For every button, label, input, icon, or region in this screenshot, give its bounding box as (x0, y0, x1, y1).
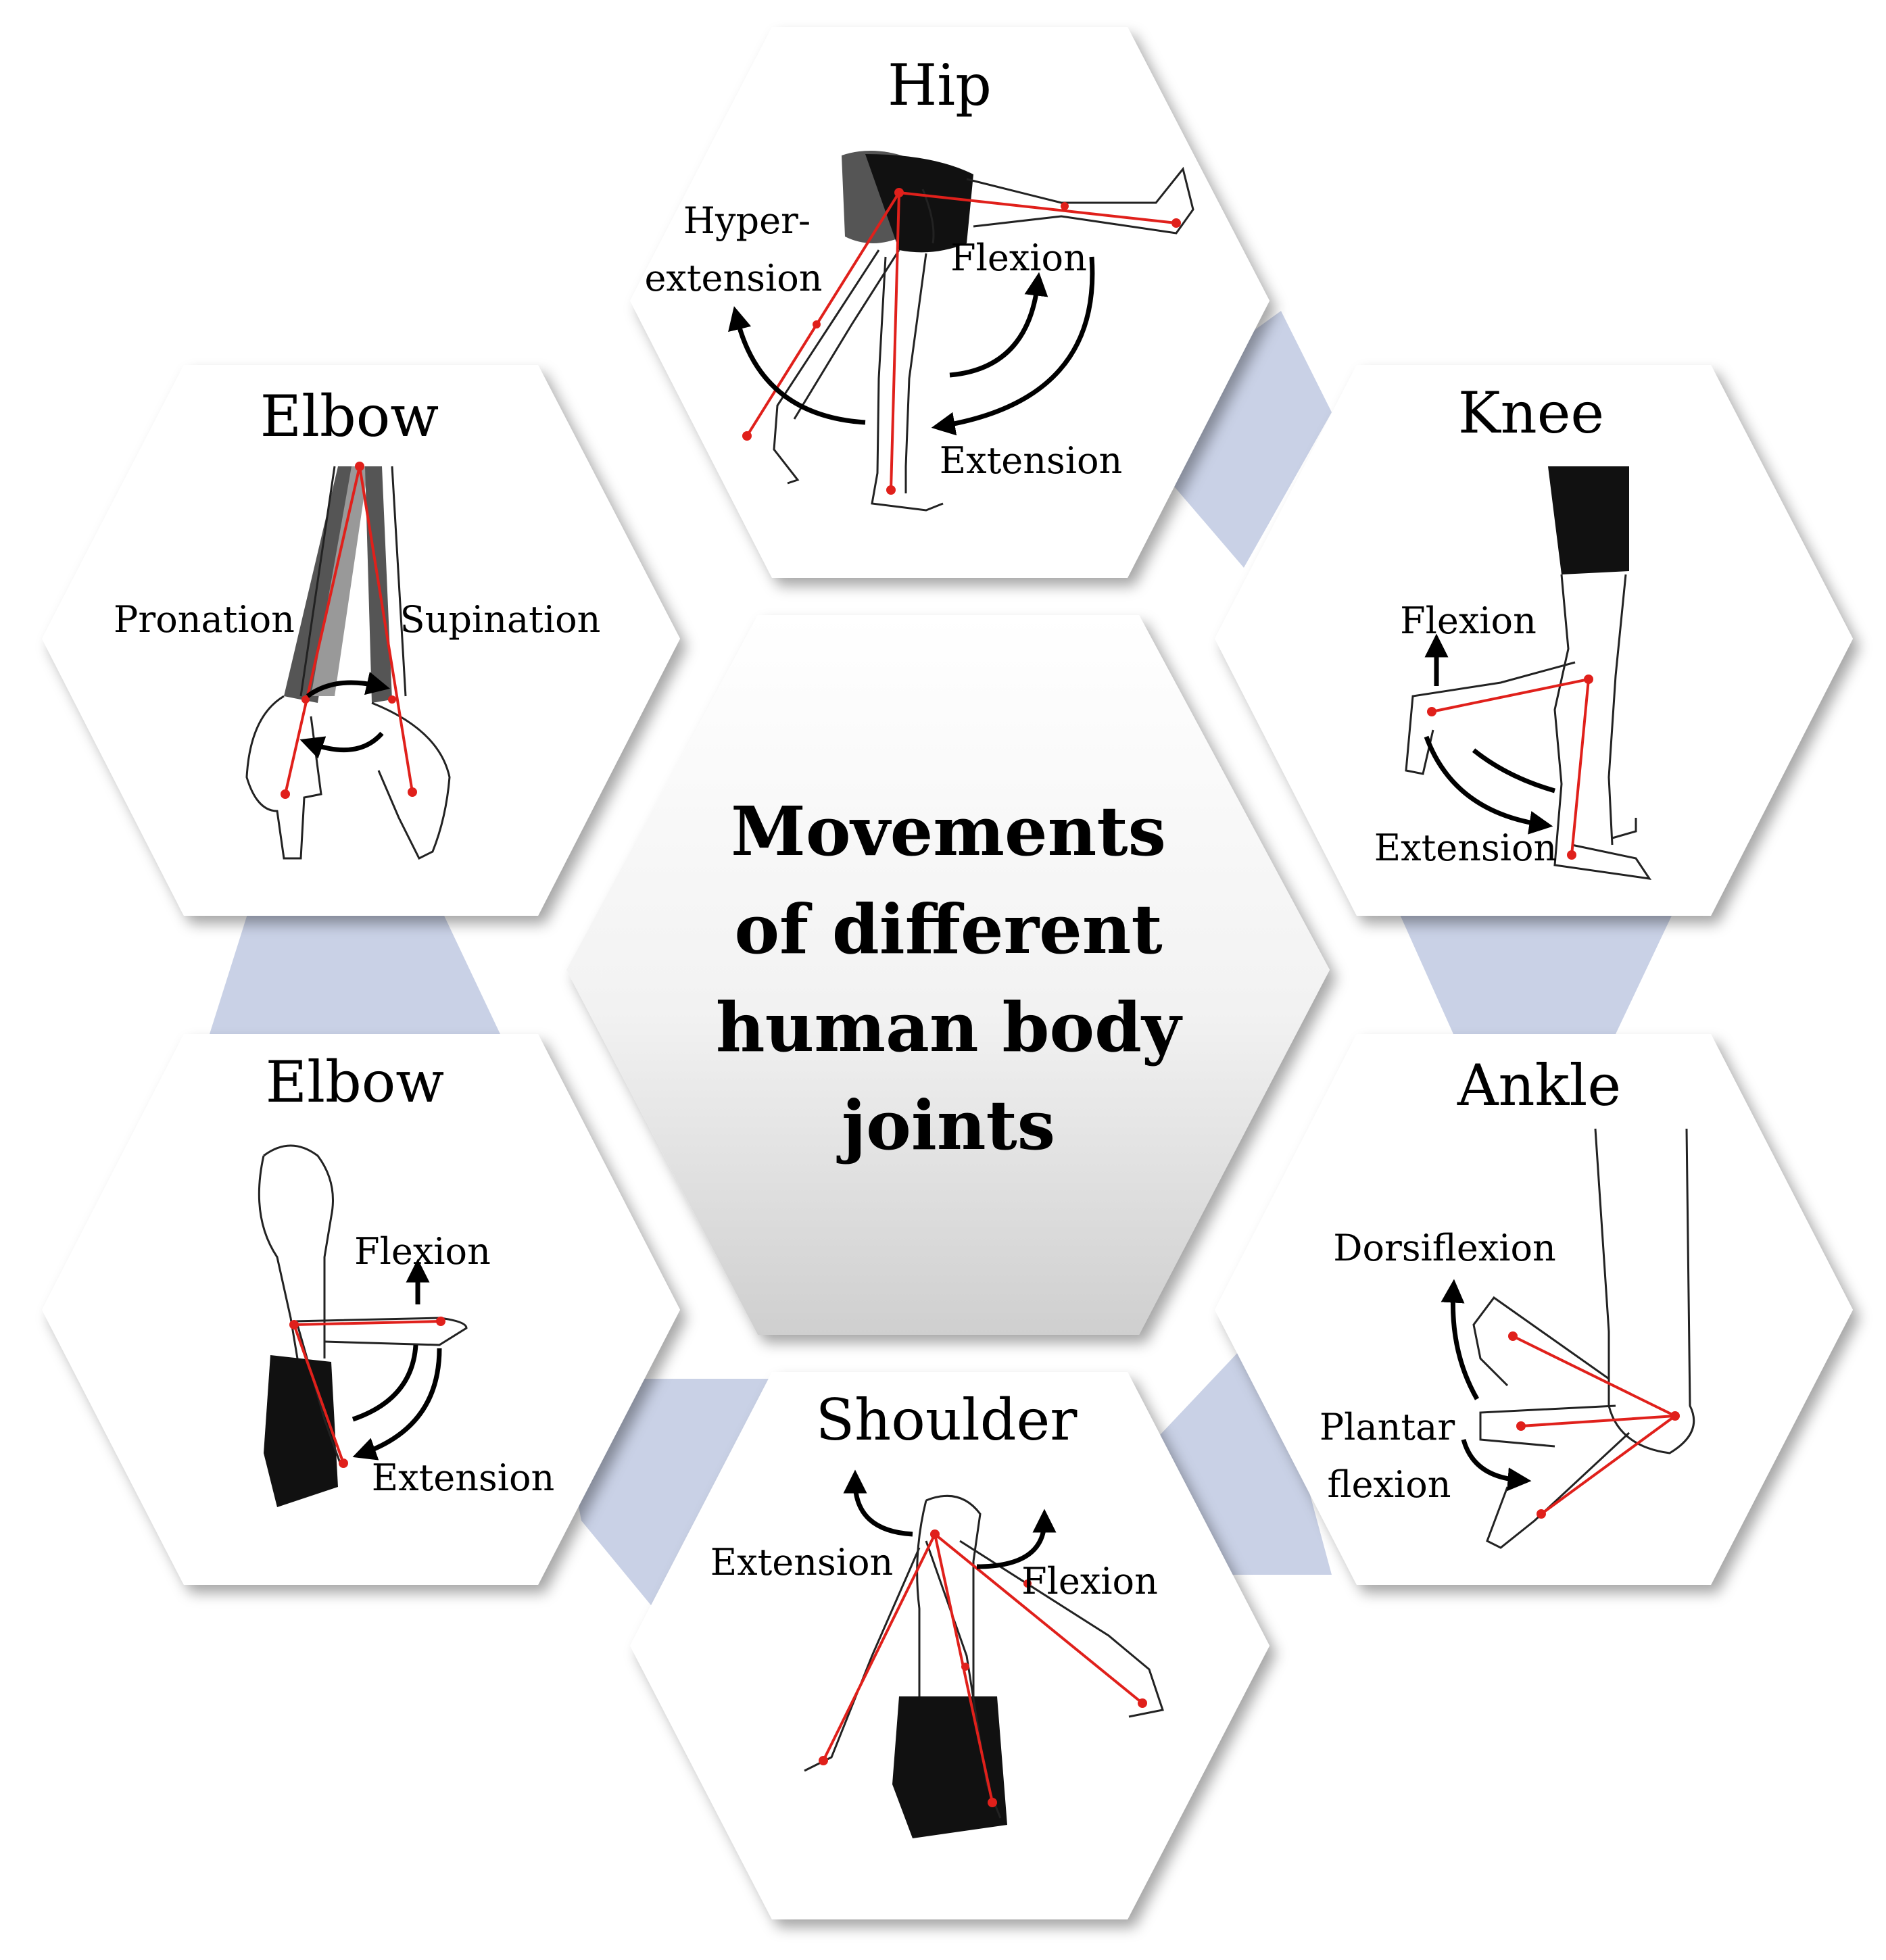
shoulder-title: Shoulder (816, 1387, 1078, 1453)
elbow-bottom-label-flexion: Flexion (354, 1230, 491, 1273)
ankle-hexagon: Ankle Dorsiflexion Plantar flexion (1215, 1034, 1853, 1585)
shoulder-label-flexion: Flexion (1021, 1560, 1158, 1602)
ankle-dorsiflexion-arrow (1441, 1279, 1480, 1400)
elbow-bottom-extension-arrow (352, 1348, 442, 1461)
shoulder-hexagon: Shoulder Extension Flexion (630, 1372, 1270, 1919)
connector-knee-ankle (1396, 906, 1676, 1034)
hip-title: Hip (888, 52, 992, 118)
ankle-plantarflexion-arrow (1461, 1439, 1532, 1492)
elbow-top-supination-arrow (306, 672, 391, 698)
hip-leg-standing-line (890, 192, 900, 491)
elbow-top-hexagon: Elbow Pronation Supination (42, 365, 680, 916)
shoulder-label-extension: Extension (710, 1541, 894, 1584)
elbow-top-label-pronation: Pronation (114, 598, 295, 641)
knee-title: Knee (1458, 380, 1604, 446)
hip-label-flexion: Flexion (950, 237, 1087, 279)
hip-flexion-arrow (949, 272, 1048, 378)
shoulder-extension-arrow (843, 1469, 913, 1537)
ankle-title: Ankle (1457, 1052, 1621, 1119)
elbow-bottom-title: Elbow (266, 1049, 444, 1115)
ankle-label-plantar2: flexion (1328, 1463, 1451, 1506)
hip-hexagon: Hip Hyper- extension Flexion Extension (630, 27, 1270, 578)
elbow-bottom-flexion-curve (352, 1344, 418, 1422)
knee-label-flexion: Flexion (1400, 599, 1537, 642)
center-title-line3: human body (716, 987, 1183, 1067)
ankle-label-plantar1: Plantar (1320, 1406, 1455, 1448)
elbow-bottom-hexagon: Elbow Flexion Extension (42, 1034, 680, 1585)
elbow-top-title: Elbow (260, 383, 439, 449)
hip-figure (773, 150, 1194, 512)
hip-hyperextension-arrow (728, 305, 866, 425)
knee-figure (1405, 466, 1652, 880)
ankle-plantar-line (1540, 1415, 1676, 1515)
knee-extension-arrow-right (1472, 748, 1555, 793)
ankle-figure (1472, 1128, 1695, 1549)
center-hexagon: Movements of different human body joints (566, 615, 1330, 1335)
connector-hip-knee (1122, 311, 1332, 568)
shoulder-flexion-arrow (976, 1509, 1057, 1569)
hip-label-extension: Extension (940, 439, 1123, 482)
elbow-top-pronation-arrow (299, 731, 384, 759)
connector-elbow-elbow (210, 906, 500, 1034)
center-title-line1: Movements (731, 791, 1166, 871)
hip-extension-arrow (931, 256, 1095, 436)
knee-label-extension: Extension (1374, 827, 1557, 869)
center-title-line4: joints (836, 1085, 1055, 1165)
hip-label-hyper2: extension (644, 257, 822, 299)
elbow-top-label-supination: Supination (400, 598, 601, 641)
center-title-line2: of different (734, 889, 1162, 969)
elbow-bottom-label-extension: Extension (372, 1456, 555, 1499)
knee-hexagon: Knee Flexion Extension (1215, 365, 1853, 916)
knee-extension-arrow-left (1424, 735, 1553, 835)
hip-label-hyper1: Hyper- (683, 199, 811, 242)
ankle-label-dorsiflexion: Dorsiflexion (1333, 1227, 1556, 1269)
